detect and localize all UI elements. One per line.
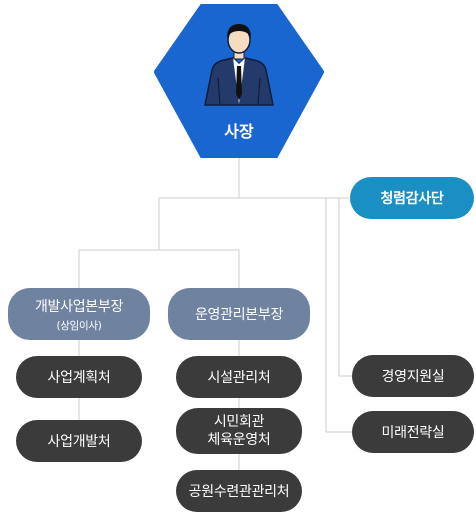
- ceo-node: 사장: [154, 4, 324, 158]
- office-label: 시설관리처: [207, 370, 271, 386]
- office-label: 사업계획처: [47, 370, 111, 386]
- executive-person-icon: [204, 24, 274, 106]
- office-node-management-support: 경영지원실: [352, 355, 474, 397]
- division-subtitle: (상임이사): [56, 319, 102, 332]
- office-node-facility-management: 시설관리처: [176, 356, 302, 398]
- division-title: 운영관리본부장: [194, 307, 284, 323]
- audit-team-label: 청렴감사단: [380, 191, 444, 207]
- ceo-label: 사장: [224, 122, 254, 141]
- office-label: 경영지원실: [381, 369, 445, 385]
- office-label: 공원수련관관리처: [188, 484, 290, 500]
- office-label-line-1: 시민회관: [213, 414, 265, 430]
- office-label-line-2: 체육운영처: [207, 432, 271, 448]
- office-label: 사업개발처: [47, 434, 111, 450]
- office-label: 미래전략실: [381, 425, 445, 441]
- office-node-park-training-center: 공원수련관관리처: [176, 470, 302, 512]
- division-node-operations: 운영관리본부장: [168, 288, 310, 340]
- office-node-business-planning: 사업계획처: [16, 356, 142, 398]
- audit-team-node: 청렴감사단: [350, 177, 474, 219]
- office-node-future-strategy: 미래전략실: [352, 411, 474, 453]
- division-node-development: 개발사업본부장 (상임이사): [8, 288, 150, 340]
- office-node-business-development: 사업개발처: [16, 420, 142, 462]
- office-node-civic-hall-sports: 시민회관 체육운영처: [176, 408, 302, 454]
- division-title: 개발사업본부장: [34, 298, 124, 315]
